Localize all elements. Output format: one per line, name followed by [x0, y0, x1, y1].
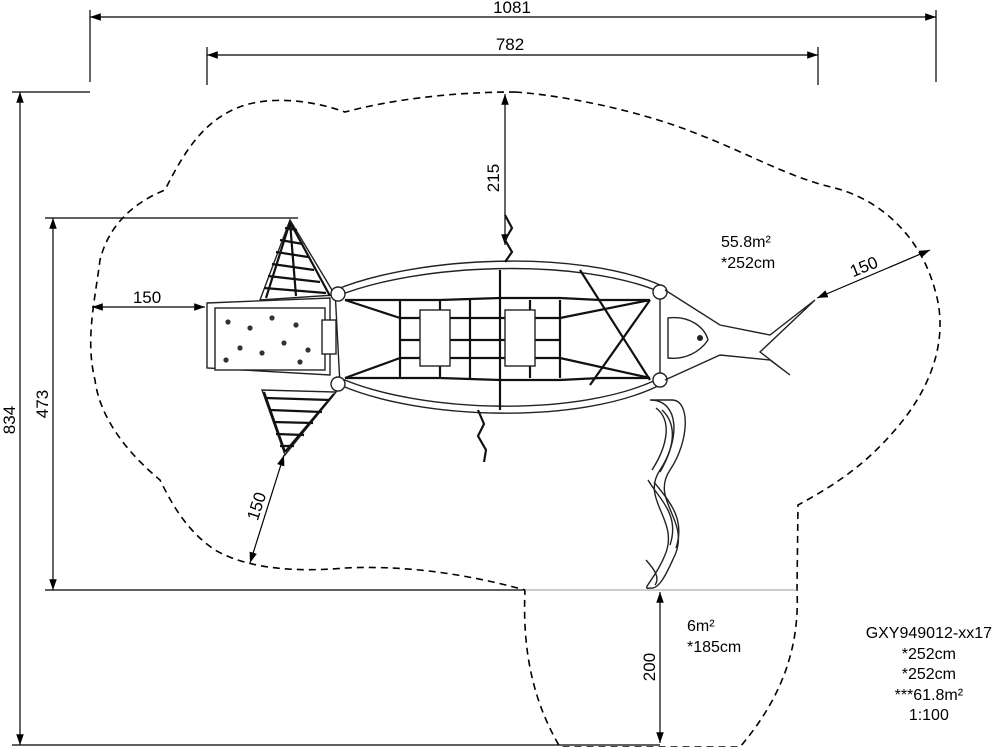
bottom-fin-climbing-net: [261, 389, 338, 457]
product-code: GXY949012-xx17: [865, 625, 992, 642]
dim-label-clearance-right: 150: [847, 253, 880, 281]
dim-label-clearance-left: 150: [133, 288, 161, 307]
slide-zone-fall-height: *185cm: [687, 639, 742, 656]
product-total-area: ***61.8m²: [894, 686, 964, 704]
dimension-equipment-height: 473: [33, 217, 525, 591]
dimension-overall-width: 1081: [89, 0, 937, 82]
dimension-equipment-width: 782: [206, 35, 819, 85]
product-height-1: *252cm: [901, 645, 956, 663]
dim-label-clearance-top: 215: [484, 164, 503, 192]
dim-label-clearance-bottom-left: 150: [243, 490, 270, 523]
climbing-wall-panel: [206, 297, 337, 376]
safety-zone-outline: [89, 91, 941, 747]
slide-zone-label: 6m² *185cm: [687, 616, 741, 658]
shark-body-net: [344, 269, 651, 410]
main-zone-fall-height: *252cm: [721, 255, 776, 272]
drawing-scale: 1:100: [908, 707, 949, 724]
top-fin-climbing-net: [258, 218, 337, 301]
dim-label-equipment-height: 473: [33, 390, 52, 418]
dimension-overall-height: 834: [0, 91, 660, 746]
main-zone-area: 55.8m²: [721, 234, 771, 251]
shark-body-frame: [330, 260, 668, 414]
dimension-clearance-top: 215: [484, 94, 509, 245]
shark-play-structure: [206, 214, 816, 589]
product-info-block: GXY949012-xx17 *252cm *252cm ***61.8m² 1…: [866, 624, 992, 727]
dimension-clearance-slide: 200: [640, 592, 664, 743]
dimension-clearance-bottom-left: 150: [243, 454, 285, 564]
shark-tail: [664, 289, 816, 381]
main-zone-label: 55.8m² *252cm: [721, 232, 775, 274]
hanging-chain-bottom: [476, 409, 488, 463]
spiral-slide: [645, 399, 686, 589]
dim-label-overall-height: 834: [0, 406, 19, 434]
dimension-clearance-right: 150: [816, 249, 931, 299]
dim-label-overall-width: 1081: [493, 0, 531, 17]
dim-label-equipment-width: 782: [496, 35, 524, 54]
hanging-chain-top: [503, 214, 514, 263]
dimension-clearance-left: 150: [92, 288, 205, 311]
dim-label-clearance-slide: 200: [640, 653, 659, 681]
slide-zone-area: 6m²: [687, 618, 715, 635]
product-height-2: *252cm: [901, 666, 956, 683]
